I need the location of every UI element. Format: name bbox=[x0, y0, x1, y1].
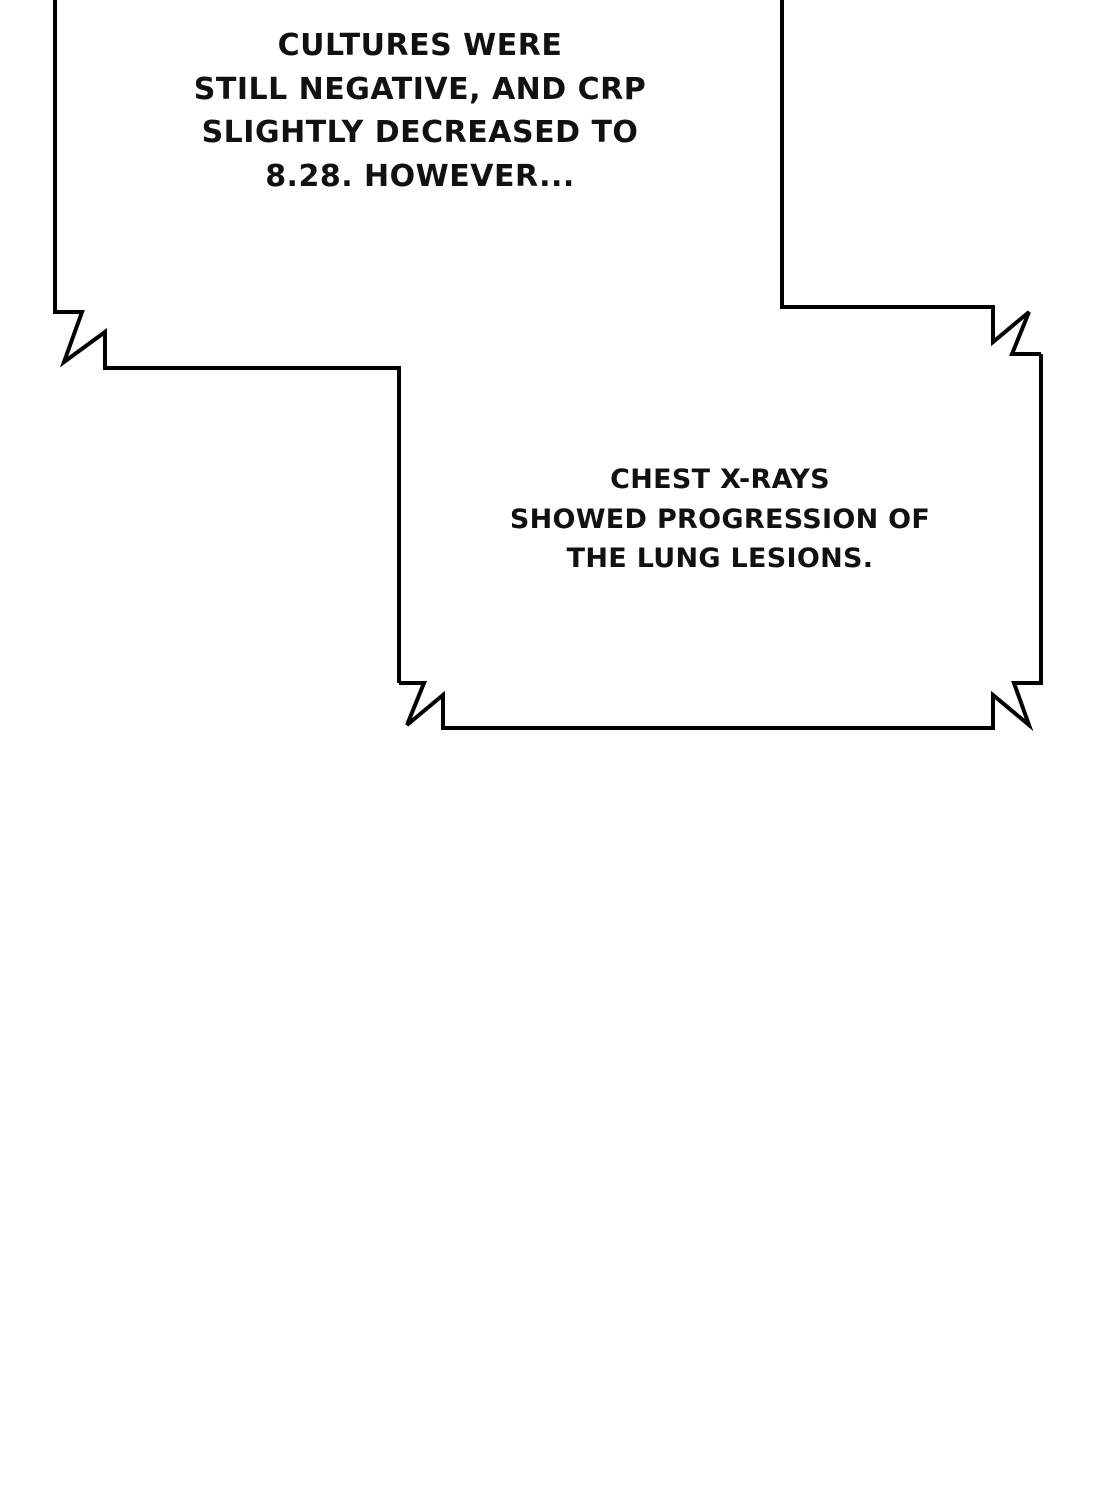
caption-1-text: CULTURES WERE STILL NEGATIVE, AND CRP SL… bbox=[120, 24, 720, 198]
caption-1-line-2: STILL NEGATIVE, AND CRP bbox=[193, 71, 647, 107]
caption-1-line-1: CULTURES WERE bbox=[277, 28, 563, 63]
caption-2-text: CHEST X-RAYS SHOWED PROGRESSION OF THE L… bbox=[420, 460, 1020, 579]
caption-box-2-border bbox=[399, 354, 1043, 732]
caption-box-1-right-border bbox=[780, 0, 1041, 356]
caption-1-line-4: 8.28. HOWEVER... bbox=[265, 158, 575, 194]
caption-2-line-3: THE LUNG LESIONS. bbox=[566, 543, 874, 574]
caption-1-line-3: SLIGHTLY DECREASED TO bbox=[201, 115, 639, 150]
caption-box-1-border bbox=[53, 0, 401, 683]
caption-2-line-2: SHOWED PROGRESSION OF bbox=[509, 503, 931, 535]
caption-2-line-1: CHEST X-RAYS bbox=[610, 464, 830, 495]
